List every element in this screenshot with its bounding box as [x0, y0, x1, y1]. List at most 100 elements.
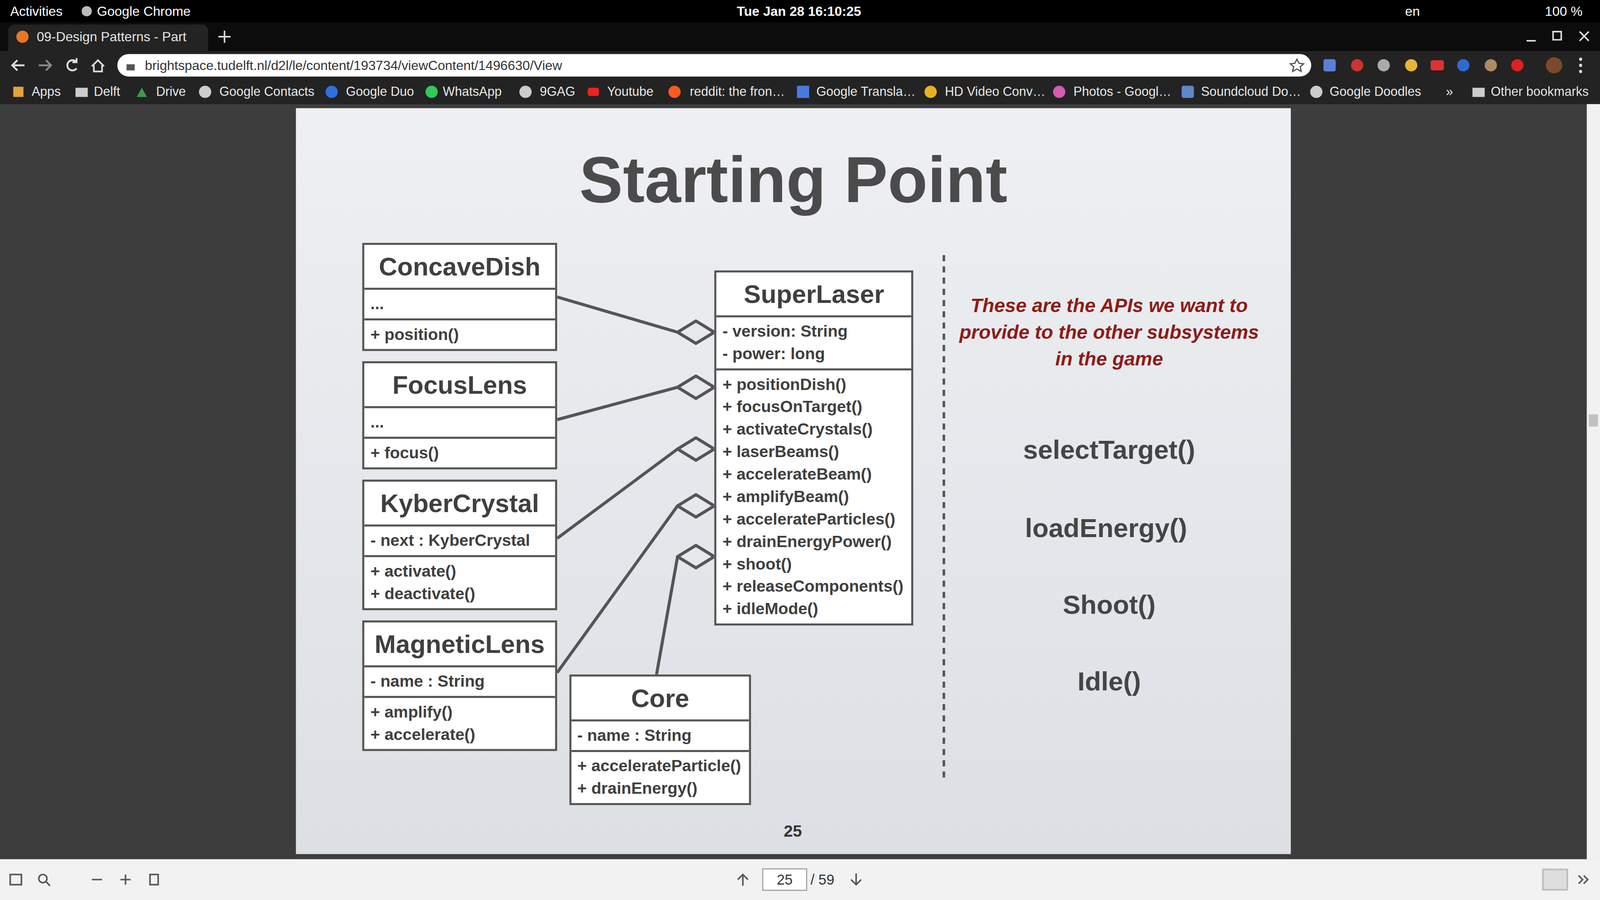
uml-class: MagneticLens- name : String+ amplify()+ … [362, 620, 558, 751]
attribute-compartment: ... [364, 287, 555, 319]
uml-class: KyberCrystal- next : KyberCrystal+ activ… [362, 479, 558, 610]
slide-number: 25 [783, 822, 803, 841]
tab-title: 09-Design Patterns - Part [36, 29, 187, 45]
attribute-compartment: - name : String [571, 719, 750, 750]
callout-note: These are the APIs we want to provide to… [956, 292, 1263, 373]
bookmark: Google Transla… [816, 84, 916, 99]
attribute: - version: String [722, 320, 904, 343]
tab-strip [0, 22, 1600, 52]
bookmark: Google Contacts [219, 84, 315, 99]
star-icon [1290, 59, 1304, 72]
bookmark: 9GAG [540, 84, 576, 99]
method: + focusOnTarget() [722, 395, 904, 419]
aggregation-connector [557, 494, 715, 673]
method: + activateCrystals() [722, 418, 904, 441]
extension-icons [1323, 57, 1581, 74]
bookmark: WhatsApp [442, 84, 502, 99]
uml-class: ConcaveDish... + position() [362, 242, 558, 352]
attribute-compartment: - version: String- power: long [716, 315, 912, 369]
bookmark: Google Doodles [1329, 84, 1422, 99]
api-method: selectTarget() [1023, 434, 1196, 466]
method: + accelerateParticle() [577, 755, 741, 778]
method: + deactivate() [370, 582, 548, 605]
method-compartment: + positionDish()+ focusOnTarget()+ activ… [716, 368, 912, 624]
uml-class: FocusLens...+ focus() [362, 361, 558, 470]
bookmark: Photos - Googl… [1073, 84, 1172, 99]
aggregation-diamond [677, 375, 715, 399]
aggregation-diamond [677, 494, 715, 518]
method-compartment: + amplify()+ accelerate() [364, 695, 555, 749]
method: + amplify() [370, 700, 548, 724]
system-menu: Activities [10, 3, 63, 20]
class-name: SuperLaser [726, 277, 902, 310]
api-method: Idle() [1077, 665, 1141, 698]
attribute-compartment: ... [364, 406, 555, 437]
api-method: loadEnergy() [1025, 512, 1188, 545]
method: + idleMode() [722, 597, 904, 621]
page-count: / 59 [810, 871, 835, 888]
home-icon [91, 60, 104, 72]
bookmark: reddit: the fron… [690, 84, 785, 99]
aggregation-connector [656, 545, 715, 675]
method: + drainEnergyPower() [722, 530, 904, 553]
slide-title: Starting Point [295, 138, 1291, 221]
bookmark: Soundcloud Do… [1200, 84, 1301, 99]
method: + activate() [370, 560, 548, 583]
method-compartment: + accelerateParticle()+ drainEnergy() [571, 750, 750, 803]
class-name: ConcaveDish [374, 250, 545, 283]
attribute: ... [370, 292, 548, 316]
attribute: - next : KyberCrystal [370, 529, 548, 553]
api-method: Shoot() [1062, 589, 1156, 621]
scrollbar-thumb [1588, 414, 1598, 427]
aggregation-connector [557, 375, 715, 420]
uml-class: Core- name : String+ accelerateParticle(… [569, 674, 752, 805]
bookmark: Apps [31, 84, 61, 99]
class-name: FocusLens [374, 368, 545, 401]
method: + releaseComponents() [722, 575, 904, 598]
class-name: KyberCrystal [374, 486, 545, 520]
forward-icon [38, 60, 51, 70]
reload-icon [67, 58, 77, 71]
attribute: - name : String [577, 724, 741, 748]
back-icon [12, 60, 25, 70]
attribute: ... [370, 411, 548, 434]
page-input-value: 25 [776, 871, 793, 888]
aggregation-diamond [677, 545, 715, 568]
class-name: Core [581, 681, 739, 715]
method-compartment: + activate()+ deactivate() [364, 555, 555, 608]
pdf-toolbar-icons [10, 869, 1588, 890]
chrome-icon [81, 6, 92, 17]
window-controls [1526, 31, 1589, 41]
bookmark-folder: Other bookmarks [1490, 84, 1589, 99]
app-menu: Google Chrome [97, 3, 191, 20]
method: + shoot() [722, 552, 904, 576]
class-name-compartment: KyberCrystal [364, 481, 555, 525]
url: brightspace.tudelft.nl/d2l/le/content/19… [145, 57, 563, 73]
tab-favicon [16, 30, 29, 43]
aggregation-diamond [677, 437, 715, 461]
divider-line [942, 255, 945, 781]
clock: Tue Jan 28 16:10:25 [736, 3, 862, 20]
input-language: en [1405, 3, 1420, 20]
bookmark: Delft [93, 84, 120, 99]
new-tab-icon [218, 30, 231, 43]
bookmark: Google Duo [345, 84, 414, 99]
bookmark: Youtube [607, 84, 654, 99]
attribute-compartment: - next : KyberCrystal [364, 524, 555, 555]
class-name-compartment: SuperLaser [716, 272, 912, 316]
method: + accelerateParticles() [722, 508, 904, 531]
method: + drainEnergy() [577, 777, 741, 800]
method: + position() [370, 323, 548, 346]
class-name-compartment: MagneticLens [364, 622, 555, 666]
method: + accelerate() [370, 723, 548, 746]
method: + laserBeams() [722, 440, 904, 464]
bookmark: Drive [156, 84, 186, 99]
method: + amplifyBeam() [722, 485, 904, 509]
attribute-compartment: - name : String [364, 665, 555, 696]
method-compartment: + focus() [364, 436, 555, 468]
aggregation-diamond [677, 320, 715, 344]
battery-level: 100 % [1545, 3, 1583, 20]
class-name-compartment: ConcaveDish [364, 245, 555, 288]
bookmark-overflow: » [1445, 84, 1453, 99]
lock-icon [126, 64, 135, 71]
